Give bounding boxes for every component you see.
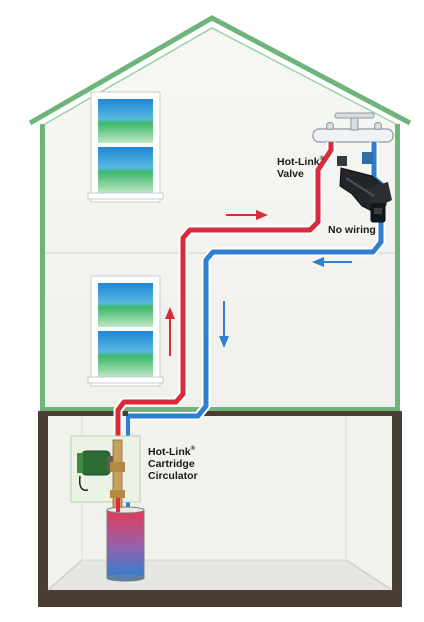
floor-edge-left xyxy=(47,559,83,591)
circulator-label-brand: Hot-Link xyxy=(148,446,191,458)
hot-link-circulator-label: Hot-Link® Cartridge Circulator xyxy=(148,446,198,482)
lower-window xyxy=(87,275,164,387)
flow-arrow-right xyxy=(226,210,268,220)
circulator-label-line3: Circulator xyxy=(148,470,198,482)
basement-floor xyxy=(48,560,392,590)
water-heater xyxy=(106,498,145,582)
hot-link-valve xyxy=(337,152,392,223)
hot-supply-pipe-fill xyxy=(115,142,334,512)
floor-edge-right xyxy=(345,559,393,591)
hot-link-valve-label: Hot-Link® Valve xyxy=(277,156,324,180)
left-wall-trim xyxy=(40,124,45,410)
flow-arrow-down xyxy=(219,301,229,348)
no-wiring-label: No wiring xyxy=(328,224,376,236)
circulator-registered-mark: ® xyxy=(190,446,195,452)
upper-window xyxy=(87,91,164,203)
ground-line xyxy=(40,407,400,411)
valve-label-brand: Hot-Link xyxy=(277,156,320,168)
valve-label-type: Valve xyxy=(277,168,304,180)
right-wall-trim xyxy=(395,124,400,410)
flow-arrow-up xyxy=(165,307,175,356)
roof-outline xyxy=(28,15,412,126)
hot-link-circulator xyxy=(70,435,141,511)
house-structure xyxy=(28,15,412,411)
valve-registered-mark: ® xyxy=(319,156,324,162)
sink-faucet xyxy=(312,112,394,143)
flow-arrow-left xyxy=(312,257,352,267)
circulator-label-line2: Cartridge xyxy=(148,458,195,470)
